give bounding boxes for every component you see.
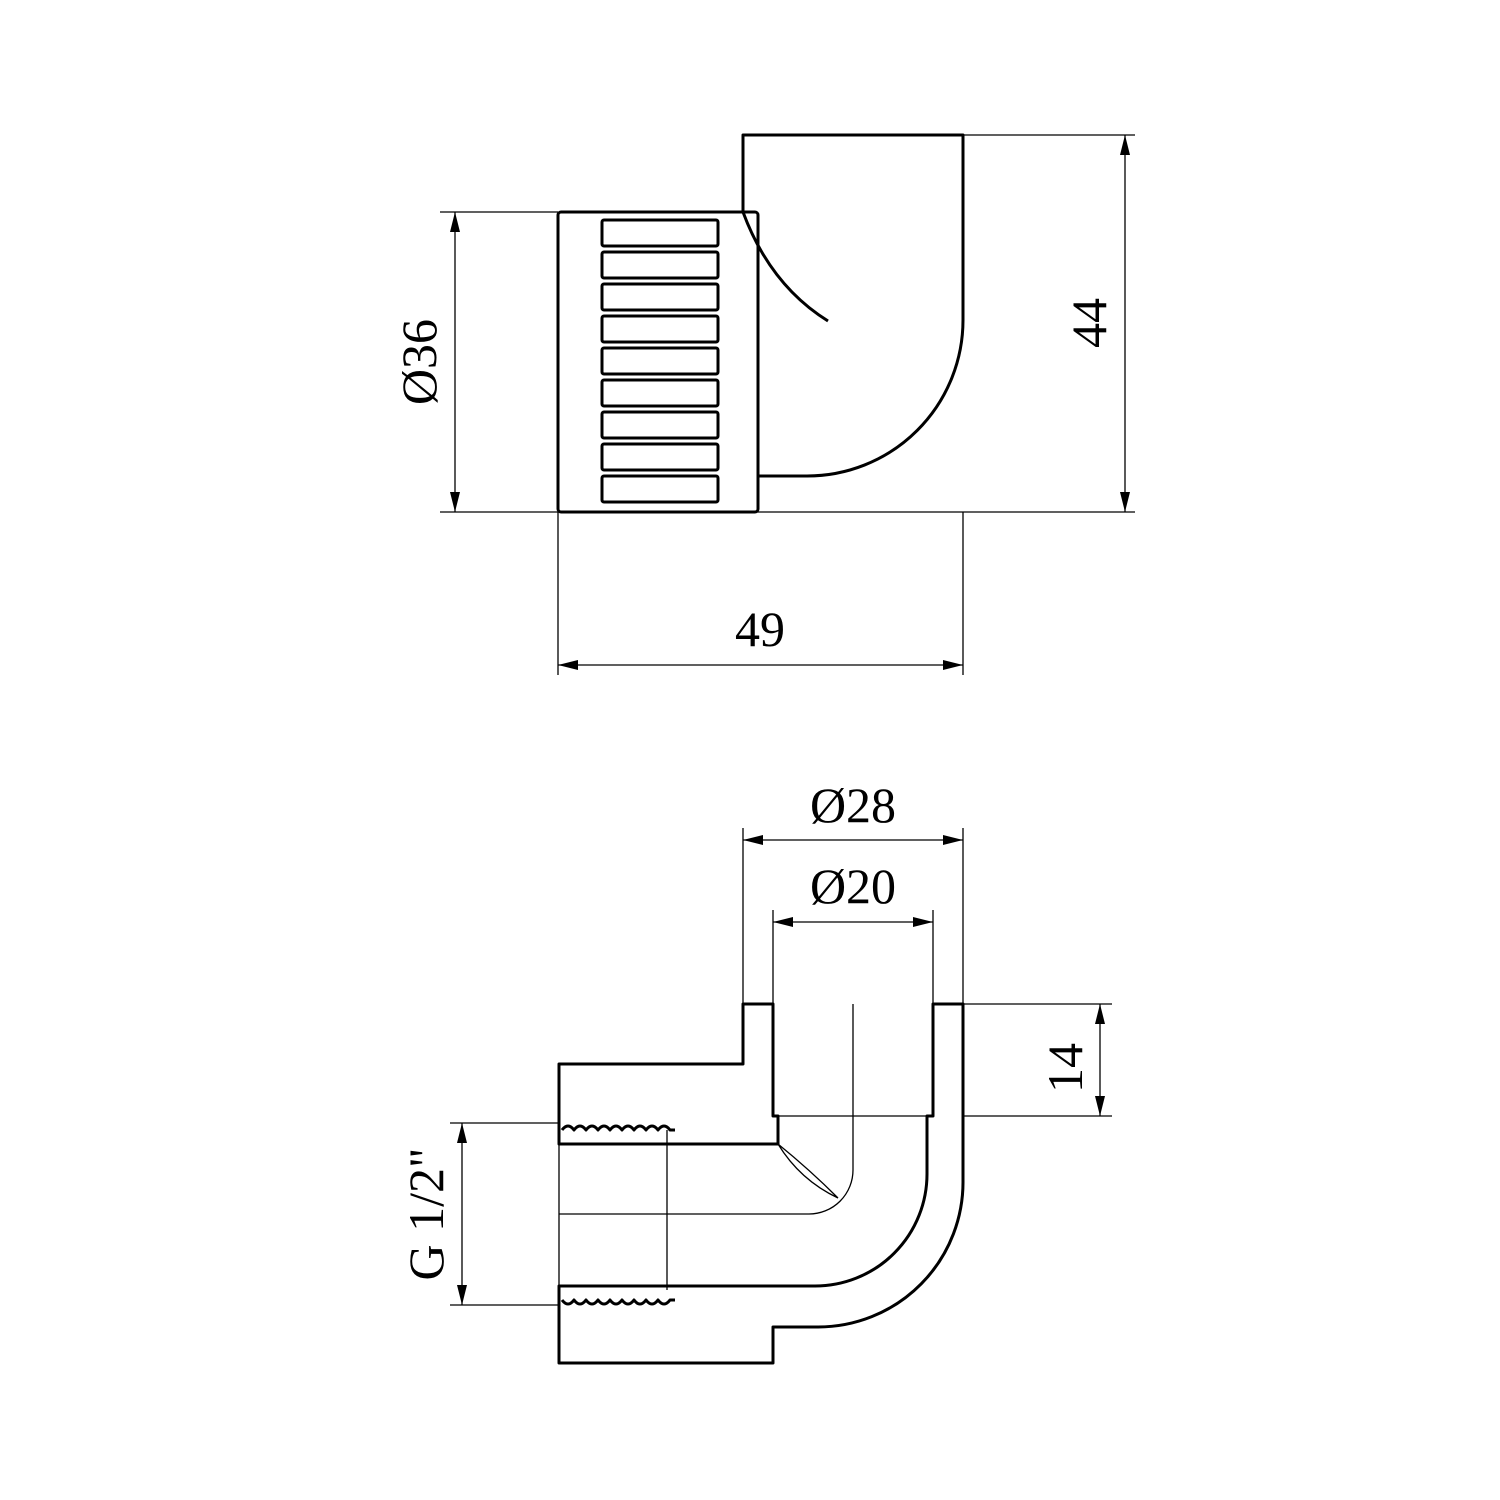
grip-rib xyxy=(600,282,720,312)
threaded-body xyxy=(556,210,760,514)
grip-rib xyxy=(600,218,720,248)
dimension-label-diameter-28: Ø28 xyxy=(810,777,896,833)
hatched-wall-right xyxy=(557,1002,965,1365)
top-view: Ø36 44 49 xyxy=(391,133,1135,675)
grip-rib xyxy=(600,474,720,504)
grip-rib xyxy=(600,346,720,376)
centerline xyxy=(559,1004,854,1215)
dimension-label-length-49: 49 xyxy=(735,601,785,657)
elbow-upper-outline xyxy=(741,133,965,478)
grip-rib xyxy=(600,410,720,440)
inner-intersection-curve xyxy=(777,1143,839,1199)
section-view: Ø28 Ø20 14 G 1/2" xyxy=(398,777,1112,1365)
grip-rib xyxy=(600,378,720,408)
thread-lower xyxy=(560,1298,675,1306)
hatched-wall-upper xyxy=(557,1002,780,1146)
elbow-inner-curve xyxy=(741,211,829,323)
grip-rib xyxy=(600,250,720,280)
dimension-label-height-44: 44 xyxy=(1061,298,1117,348)
thread-upper xyxy=(560,1124,675,1132)
dimension-label-diameter-20: Ø20 xyxy=(810,858,896,914)
grip-rib xyxy=(600,314,720,344)
dimension-label-depth-14: 14 xyxy=(1037,1043,1093,1093)
dimension-label-diameter-36: Ø36 xyxy=(391,319,447,405)
dimension-label-thread: G 1/2" xyxy=(398,1148,454,1281)
grip-rib xyxy=(600,442,720,472)
grip-ribs xyxy=(600,218,720,504)
